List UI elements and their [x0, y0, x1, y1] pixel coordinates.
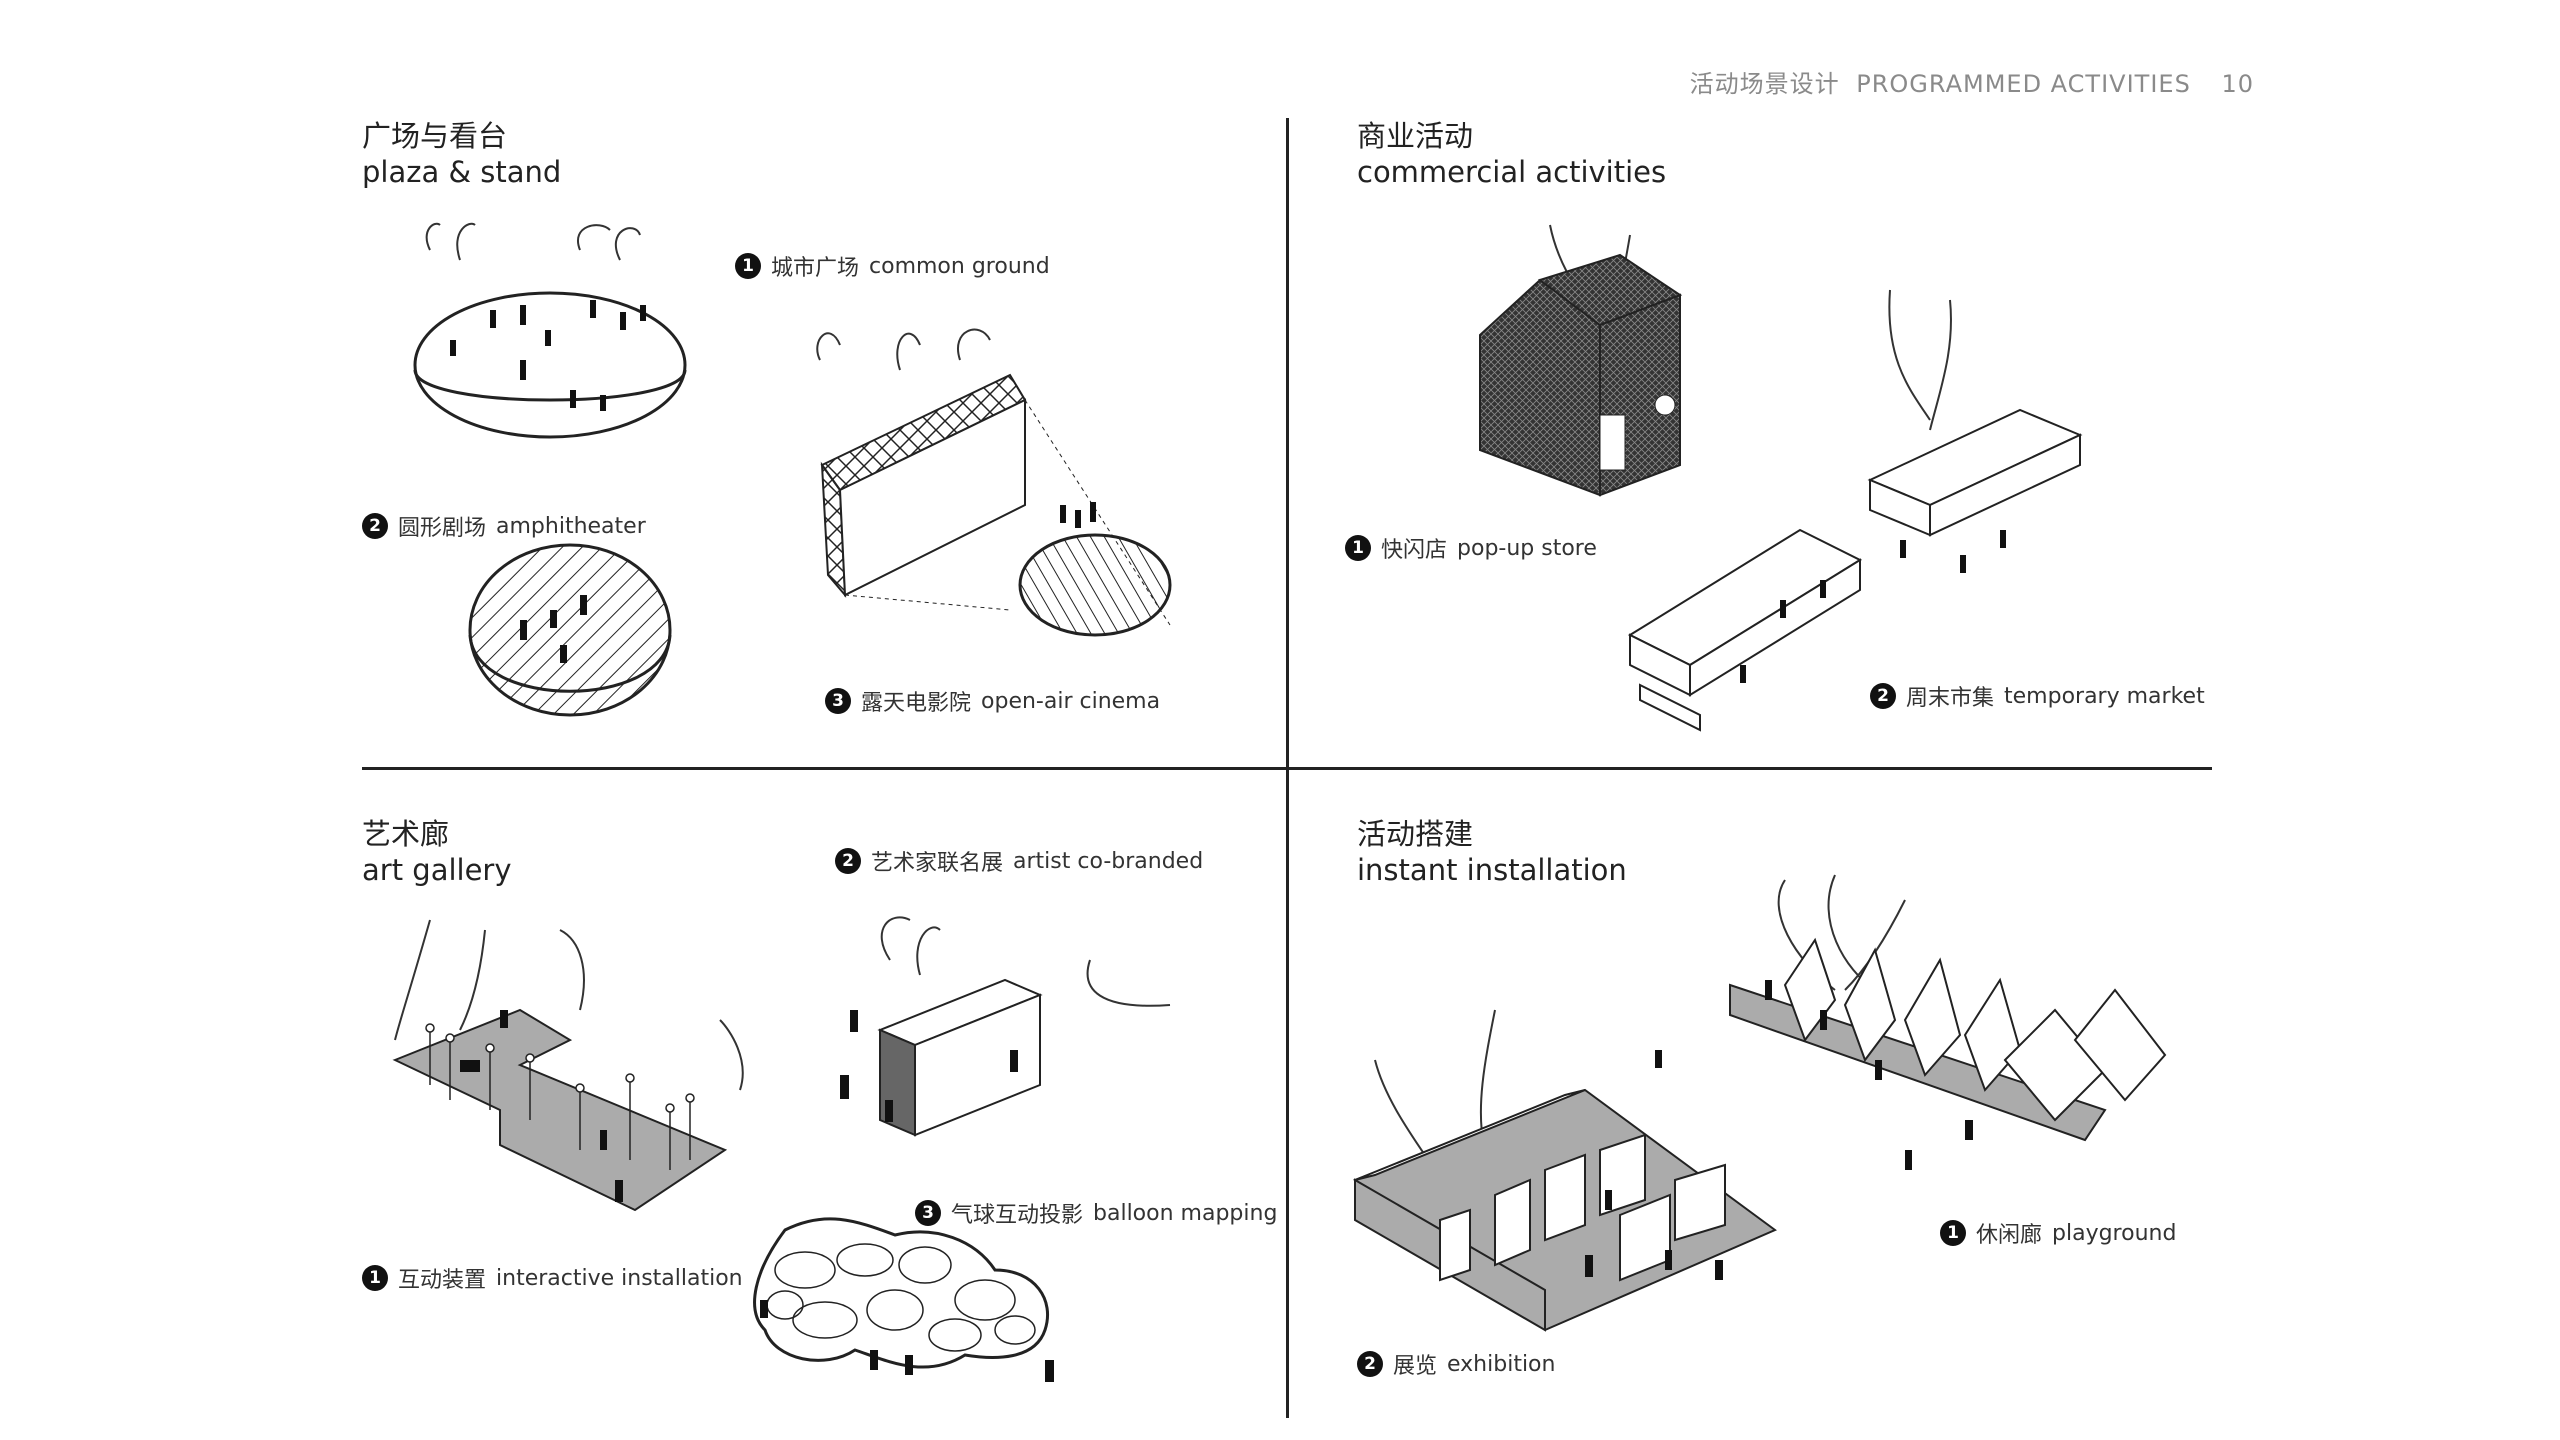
label-en: amphitheater [496, 513, 646, 539]
badge-number: 2 [835, 848, 861, 874]
label-open-air-cinema: 3 露天电影院 open-air cinema [825, 685, 1160, 717]
label-artist-co-branded: 2 艺术家联名展 artist co-branded [835, 845, 1203, 877]
label-balloon-mapping: 3 气球互动投影 balloon mapping [915, 1197, 1277, 1229]
label-en: artist co-branded [1013, 848, 1204, 874]
label-cn: 气球互动投影 [951, 1203, 1084, 1228]
artist-co-branded-illustration [840, 916, 1171, 1137]
temporary-market-illustration [1627, 289, 2083, 732]
section-title-en: commercial activities [1357, 155, 1667, 189]
label-amphitheater: 2 圆形剧场 amphitheater [362, 510, 646, 542]
label-en: temporary market [2004, 683, 2205, 709]
badge-number: 1 [735, 253, 761, 279]
label-en: playground [2052, 1220, 2177, 1246]
label-en: pop-up store [1457, 535, 1597, 561]
balloon-mapping-illustration [753, 1217, 1054, 1382]
badge-number: 1 [1345, 535, 1371, 561]
badge-number: 1 [362, 1265, 388, 1291]
label-cn: 艺术家联名展 [871, 851, 1004, 876]
exhibition-illustration [1353, 1009, 1777, 1332]
label-en: exhibition [1447, 1351, 1556, 1377]
section-title-installation: 活动搭建 instant installation [1357, 816, 1627, 888]
playground-illustration [1729, 874, 2167, 1170]
label-cn: 休闲廊 [1976, 1223, 2043, 1248]
label-cn: 圆形剧场 [398, 516, 487, 541]
badge-number: 2 [362, 513, 388, 539]
page-number: 10 [2221, 70, 2254, 98]
badge-number: 1 [1940, 1220, 1966, 1246]
section-title-cn: 广场与看台 [362, 119, 508, 153]
label-pop-up-store: 1 快闪店 pop-up store [1345, 532, 1597, 564]
interactive-installation-illustration [392, 919, 744, 1212]
section-title-en: instant installation [1357, 853, 1627, 887]
section-title-cn: 商业活动 [1357, 119, 1474, 153]
label-common-ground: 1 城市广场 common ground [735, 250, 1050, 282]
badge-number: 3 [825, 688, 851, 714]
label-cn: 互动装置 [398, 1268, 487, 1293]
vertical-divider [1286, 118, 1289, 1418]
section-title-en: art gallery [362, 853, 512, 887]
pop-up-store-illustration [1479, 224, 1683, 497]
header-title-cn: 活动场景设计 [1689, 70, 1840, 98]
label-cn: 露天电影院 [861, 691, 972, 716]
label-cn: 展览 [1393, 1354, 1438, 1379]
label-exhibition: 2 展览 exhibition [1357, 1348, 1555, 1380]
open-air-cinema-illustration [816, 328, 1172, 637]
badge-number: 2 [1870, 683, 1896, 709]
label-en: interactive installation [496, 1265, 743, 1291]
section-title-plaza: 广场与看台 plaza & stand [362, 118, 561, 190]
section-title-commercial: 商业活动 commercial activities [1357, 118, 1666, 190]
label-cn: 城市广场 [771, 256, 860, 281]
label-interactive-installation: 1 互动装置 interactive installation [362, 1262, 743, 1294]
badge-number: 3 [915, 1200, 941, 1226]
header-title-en: PROGRAMMED ACTIVITIES [1856, 70, 2191, 98]
common-ground-illustration [413, 222, 687, 439]
label-en: common ground [869, 253, 1050, 279]
label-en: open-air cinema [981, 688, 1161, 714]
label-en: balloon mapping [1093, 1200, 1278, 1226]
amphitheater-illustration [468, 543, 672, 717]
section-title-en: plaza & stand [362, 155, 562, 189]
page-header: 活动场景设计 PROGRAMMED ACTIVITIES 10 [1682, 64, 2254, 99]
label-cn: 快闪店 [1381, 538, 1448, 563]
label-temporary-market: 2 周末市集 temporary market [1870, 680, 2205, 712]
section-title-gallery: 艺术廊 art gallery [362, 816, 512, 888]
label-cn: 周末市集 [1906, 686, 1995, 711]
section-title-cn: 活动搭建 [1357, 817, 1474, 851]
badge-number: 2 [1357, 1351, 1383, 1377]
label-playground: 1 休闲廊 playground [1940, 1217, 2176, 1249]
section-title-cn: 艺术廊 [362, 817, 450, 851]
